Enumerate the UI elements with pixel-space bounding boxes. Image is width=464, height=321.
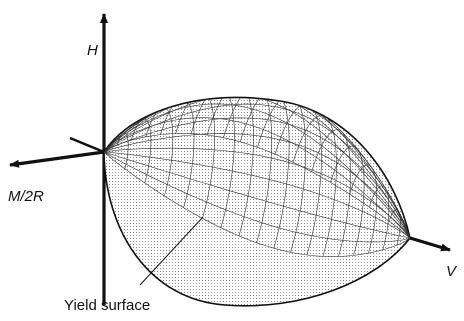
- mesh-ring: [257, 97, 307, 253]
- mesh-ring: [206, 97, 254, 236]
- mesh-ring: [349, 164, 378, 254]
- mesh-ring: [292, 115, 337, 257]
- yield-surface-label: Yield surface: [64, 297, 150, 314]
- mesh-ring: [388, 208, 401, 246]
- h-axis-label: H: [87, 42, 98, 59]
- m2r-axis: [9, 150, 105, 168]
- mesh-ring: [330, 145, 365, 256]
- annotation-leader: [139, 216, 204, 286]
- mesh-ring: [311, 129, 351, 257]
- mesh-ring: [368, 185, 390, 250]
- mesh-ring: [274, 103, 322, 256]
- yield-surface-outline: [103, 96, 411, 307]
- yield-surface: [103, 96, 411, 307]
- mesh-ring: [116, 132, 129, 169]
- mesh-ring: [223, 97, 273, 243]
- mesh-ring: [130, 118, 152, 183]
- v-axis-label: V: [446, 263, 458, 280]
- mesh-ring: [145, 107, 174, 196]
- mesh-ring: [160, 97, 195, 208]
- m2r-axis-label: M/2R: [8, 188, 44, 205]
- mesh-ring: [175, 97, 215, 219]
- mesh-ring: [239, 97, 290, 249]
- m2r-axis-back: [69, 136, 105, 154]
- v-axis: [409, 236, 451, 252]
